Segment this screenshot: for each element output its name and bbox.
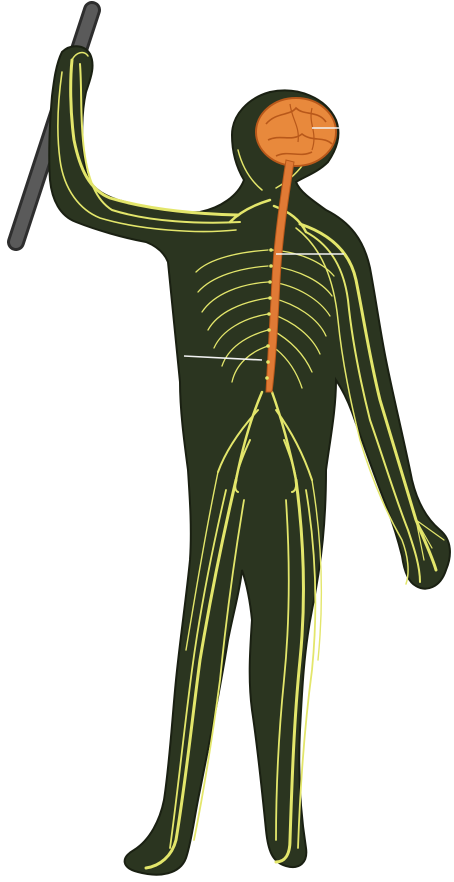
body-silhouette: [49, 46, 450, 874]
brain: [256, 98, 336, 166]
